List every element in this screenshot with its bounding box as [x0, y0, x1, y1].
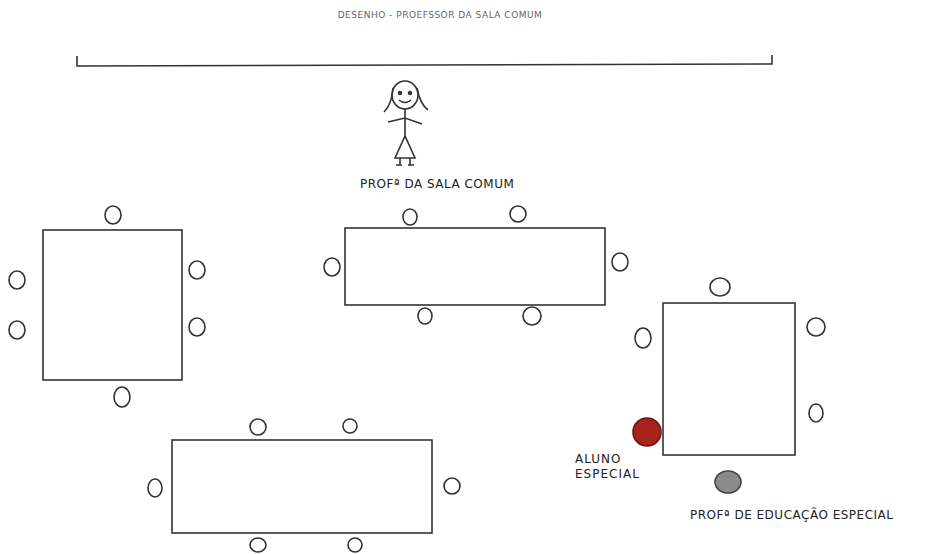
special-student-seat [633, 418, 661, 446]
special-teacher-seat [715, 471, 741, 493]
chairs [9, 206, 825, 552]
special-teacher-label: PROFª DE EDUCAÇÃO ESPECIAL [690, 508, 910, 523]
teacher-label: PROFª DA SALA COMUM [360, 177, 514, 192]
teacher-figure [384, 81, 428, 165]
tables [43, 228, 795, 533]
drawing-title: DESENHO - PROEFSSOR DA SALA COMUM [200, 10, 680, 21]
blackboard-line [77, 55, 772, 66]
student-label: ALUNO ESPECIAL [575, 452, 665, 482]
